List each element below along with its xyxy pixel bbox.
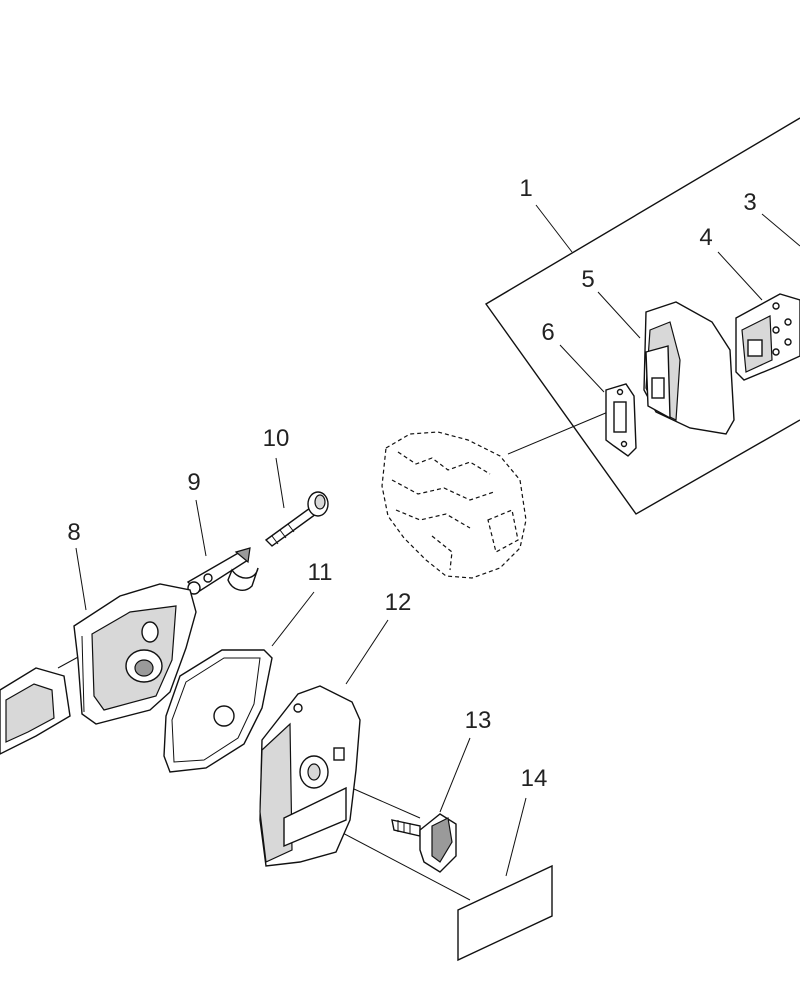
part-number-12: 12 [385,589,412,616]
axis-line-left [57,655,81,669]
part-number-6: 6 [541,319,554,346]
part-number-5: 5 [581,266,594,293]
part-number-labels: 1 3 4 5 6 10 9 8 11 12 13 14 [67,175,756,792]
kit-outline-box [484,117,800,515]
leader-1 [535,204,573,253]
part-number-9: 9 [187,469,200,496]
part-10-bolt [264,491,329,547]
part-9-bracket [186,547,259,595]
leader-13 [439,737,471,813]
axis-line-gasket [507,411,609,455]
engine-cylinder-dashed [381,431,527,579]
part-number-3: 3 [743,189,756,216]
part-11-filter-element [163,649,273,773]
leader-5 [597,291,641,339]
part-number-1: 1 [519,175,532,202]
leader-lines [57,204,800,901]
leader-9 [195,499,207,557]
leader-8 [75,547,87,611]
part-number-4: 4 [699,224,712,251]
leader-14 [505,797,527,877]
part-4-screen [735,293,800,381]
leader-10 [275,457,285,509]
leader-11 [271,591,315,647]
part-14-label [457,864,553,962]
leader-4 [717,251,763,301]
part-13-knob [391,813,457,873]
part-number-11: 11 [308,559,333,586]
leader-12 [345,619,389,685]
part-number-8: 8 [67,519,80,546]
part-6-gasket [605,383,637,457]
part-number-10: 10 [263,425,290,452]
part-8-filter-base [73,583,197,725]
part-5-muffler [643,301,735,435]
leader-3 [761,213,800,247]
part-number-13: 13 [465,707,492,734]
part-12-cover [259,685,361,867]
leader-6 [559,344,605,393]
left-edge-part [0,667,71,755]
part-number-14: 14 [521,765,548,792]
